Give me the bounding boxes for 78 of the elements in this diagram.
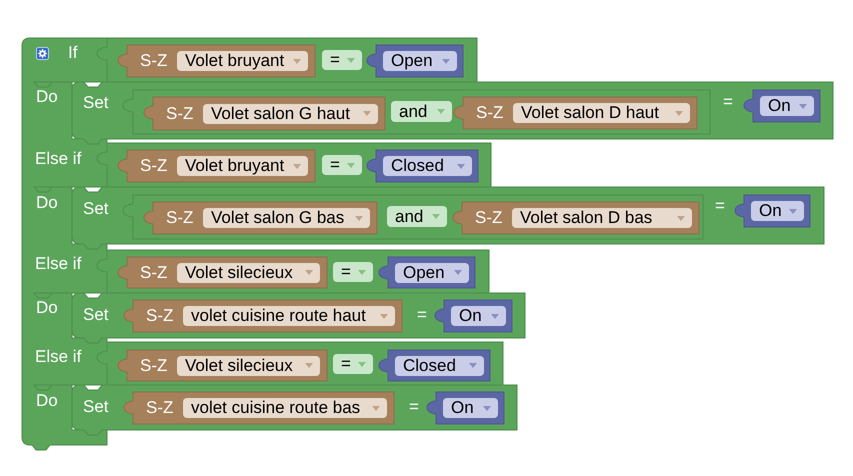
dropdown-field: On [760, 96, 814, 116]
dropdown-field: Volet silecieux [177, 356, 320, 376]
keyword-label: Do [36, 391, 58, 411]
variable-block [144, 97, 385, 130]
set-block [72, 385, 517, 435]
value-block [735, 195, 810, 227]
dropdown-field: Volet bruyant [177, 156, 308, 176]
variable-block [118, 45, 315, 77]
dropdown-field: Open [383, 51, 457, 71]
block-label: S-Z [140, 51, 168, 71]
keyword-label: Set [83, 397, 109, 417]
block-label: S-Z [475, 208, 502, 228]
set-block [72, 293, 525, 343]
dropdown-field: Volet bruyant [177, 51, 308, 71]
keyword-label: Set [83, 305, 109, 325]
dropdown-field: volet cuisine route bas [183, 398, 387, 418]
dropdown-field: Volet salon G bas [203, 208, 370, 228]
block-label: S-Z [146, 398, 174, 418]
dropdown-field: Volet salon G haut [203, 104, 378, 124]
dropdown-field: = [333, 262, 373, 282]
value-block [435, 300, 512, 332]
value-block [379, 257, 475, 288]
keyword-label: Do [36, 193, 58, 213]
dropdown-field: = [333, 354, 373, 374]
variable-block [124, 300, 402, 332]
dropdown-field: = [322, 50, 362, 70]
value-block [379, 350, 490, 381]
keyword-label: Do [36, 87, 58, 107]
block-label: S-Z [146, 306, 174, 326]
dropdown-field: Closed [395, 356, 484, 376]
block-label: S-Z [166, 104, 194, 124]
variable-block [144, 202, 377, 234]
dropdown-field: On [451, 306, 506, 326]
dropdown-field: On [751, 201, 804, 221]
keyword-label: Else if [35, 149, 82, 169]
dropdown-field: = [322, 155, 362, 175]
keyword-label: Set [83, 93, 109, 113]
dropdown-field: and [387, 206, 447, 227]
block-label: S-Z [140, 356, 168, 376]
dropdown-field: Closed [383, 156, 472, 176]
dropdown-field: On [443, 398, 498, 418]
variable-block [118, 350, 327, 381]
comparison-block [97, 342, 503, 385]
dropdown-field: volet cuisine route haut [183, 306, 395, 326]
set-block [72, 187, 824, 249]
logic-and-block [123, 90, 710, 134]
keyword-label: Else if [35, 347, 82, 367]
operator-label: = [409, 397, 419, 417]
variable-block [453, 202, 699, 234]
variable-block [118, 150, 315, 182]
operator-label: = [715, 196, 725, 216]
value-block [744, 90, 820, 122]
dropdown-field: Volet salon D haut [513, 103, 690, 123]
operator-label: = [417, 305, 427, 325]
comparison-block [97, 143, 491, 187]
variable-block [118, 257, 327, 288]
comparison-block [97, 38, 477, 82]
value-block [367, 150, 478, 182]
block-label: S-Z [476, 103, 504, 123]
dropdown-field: and [391, 101, 452, 122]
value-block [427, 392, 504, 424]
keyword-label: Else if [35, 254, 82, 274]
value-block [367, 45, 463, 77]
variable-block [454, 97, 697, 129]
keyword-label: Do [36, 298, 58, 318]
variable-block [124, 392, 394, 424]
comparison-block [97, 250, 489, 293]
dropdown-field: Volet silecieux [177, 262, 320, 282]
block-label: S-Z [166, 208, 194, 228]
dropdown-field: Volet salon D bas [512, 208, 692, 228]
keyword-label: Set [83, 199, 109, 219]
keyword-label: If [68, 43, 78, 63]
dropdown-field: Open [395, 262, 469, 282]
block-label: S-Z [140, 156, 168, 176]
operator-label: = [723, 92, 733, 112]
set-block [72, 82, 833, 144]
block-label: S-Z [140, 262, 168, 282]
logic-and-block [123, 195, 703, 239]
